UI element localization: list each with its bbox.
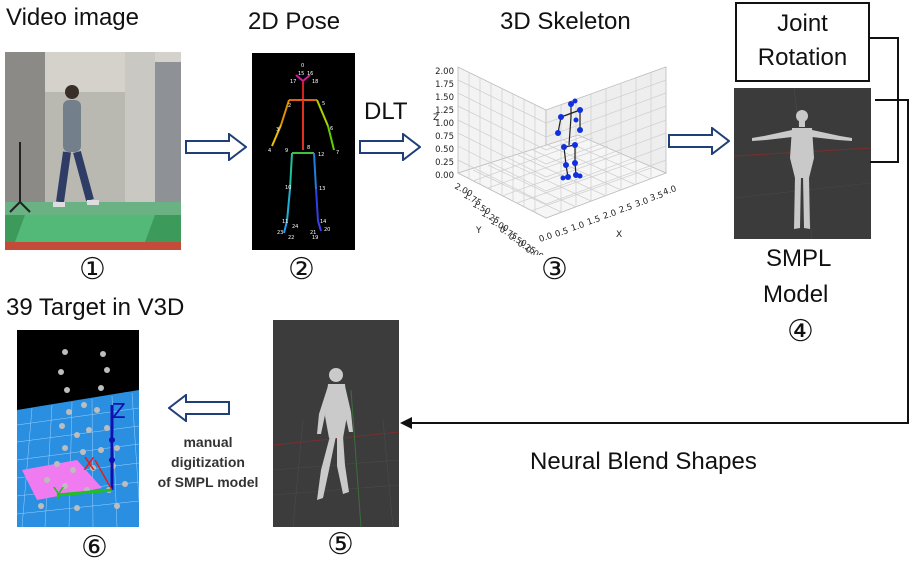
label-neural-blend-shapes: Neural Blend Shapes (530, 448, 757, 475)
z-tick-3: 1.25 (435, 106, 454, 116)
x-tick-6: 3.0 (634, 196, 650, 210)
joint-rotation-line2: Rotation (757, 44, 848, 71)
walking-model-illustration (273, 368, 399, 527)
step-marker-5: ⑤ (327, 527, 354, 562)
smpl-label-line2: Model (763, 281, 829, 308)
x-tick-2: 1.0 (570, 220, 586, 234)
v3d-axis-y: Y (52, 484, 65, 505)
step-marker-2: ② (288, 252, 315, 287)
x-tick-7: 3.5 (649, 190, 665, 204)
pose-kp-16: 16 (307, 71, 313, 77)
z-tick-7: 0.25 (435, 158, 454, 168)
manual-line2: digitization (171, 454, 245, 470)
z-tick-6: 0.50 (435, 145, 454, 155)
manual-digitization-note: manual digitization of SMPL model (148, 432, 268, 492)
pose-kp-21: 21 (310, 230, 316, 236)
smpl-label-line1: SMPL (766, 245, 832, 272)
arrow-video-to-pose (185, 133, 247, 161)
video-image-panel (5, 52, 181, 250)
x-tick-5: 2.5 (618, 202, 634, 216)
z-tick-4: 1.00 (435, 119, 454, 129)
pose-kp-24: 24 (292, 224, 298, 230)
x-tick-3: 1.5 (586, 214, 602, 228)
label-video-image: Video image (6, 4, 139, 31)
x-tick-4: 2.0 (602, 208, 618, 222)
v3d-scene-illustration: Z X Y (17, 349, 139, 527)
z-tick-0: 2.00 (435, 67, 454, 77)
pose-skeleton-illustration: 0 2 3 4 5 6 7 8 9 10 12 13 14 15 16 17 1… (268, 63, 339, 241)
v3d-axis-z: Z (112, 399, 126, 423)
pose-kp-9: 9 (285, 148, 288, 154)
z-tick-1: 1.75 (435, 80, 454, 90)
skeleton-3d-plot: 2.00 1.75 1.50 1.25 1.00 0.75 0.50 0.25 … (433, 66, 678, 255)
arrow-pose-to-skeleton (359, 133, 421, 161)
x-tick-8: 4.0 (662, 184, 678, 198)
z-tick-5: 0.75 (435, 132, 454, 142)
pose-kp-8: 8 (307, 145, 310, 151)
pose-kp-14: 14 (320, 219, 326, 225)
x-tick-0: 0.0 (538, 231, 554, 245)
pose-kp-10: 10 (285, 185, 291, 191)
y-axis-label: Y (475, 226, 482, 236)
z-axis-label: Z (433, 113, 439, 123)
arrow-blend-to-v3d (168, 394, 230, 422)
pose-kp-18: 18 (312, 79, 318, 85)
video-frame-illustration (5, 52, 181, 250)
step-marker-3: ③ (541, 252, 568, 287)
pose-kp-12: 12 (318, 152, 324, 158)
smpl-tpose-illustration (734, 88, 871, 239)
blend-shape-panel (273, 320, 399, 527)
x-axis-label: X (616, 230, 622, 240)
z-tick-2: 1.50 (435, 93, 454, 103)
smpl-model-panel (734, 88, 871, 239)
pose-kp-13: 13 (319, 186, 325, 192)
v3d-axis-x: X (83, 454, 95, 475)
arrow-skeleton-to-smpl (668, 127, 730, 155)
pose-kp-19: 19 (312, 235, 318, 241)
pose-kp-4: 4 (268, 148, 271, 154)
pose-kp-6: 6 (330, 126, 333, 132)
pose-kp-23: 23 (277, 230, 283, 236)
pose-2d-panel: 0 2 3 4 5 6 7 8 9 10 12 13 14 15 16 17 1… (252, 53, 355, 250)
x-tick-1: 0.5 (554, 226, 570, 240)
manual-line1: manual (183, 434, 233, 450)
pose-kp-0: 0 (301, 63, 304, 69)
pose-kp-20: 20 (324, 227, 330, 233)
step-marker-4: ④ (787, 314, 814, 349)
pose-kp-15: 15 (298, 71, 304, 77)
pose-kp-7: 7 (336, 150, 339, 156)
pose-kp-3: 3 (276, 127, 279, 133)
pose-kp-2: 2 (288, 103, 291, 109)
label-dlt: DLT (364, 98, 408, 125)
joint-rotation-line1: Joint (777, 10, 828, 37)
v3d-panel: Z X Y (17, 330, 139, 527)
pose-kp-17: 17 (290, 79, 296, 85)
pose-kp-5: 5 (322, 101, 325, 107)
joint-rotation-box: Joint Rotation (735, 2, 870, 82)
pose-kp-11: 11 (282, 219, 288, 225)
pose-kp-22: 22 (288, 235, 294, 241)
z-tick-8: 0.00 (435, 171, 454, 181)
label-3d-skeleton: 3D Skeleton (500, 8, 631, 35)
y-tick-8: 0.00 (524, 245, 545, 255)
neural-blend-connector (400, 99, 909, 429)
manual-line3: of SMPL model (157, 474, 259, 490)
label-2d-pose: 2D Pose (248, 8, 341, 35)
step-marker-1: ① (79, 252, 106, 287)
label-39-target-v3d: 39 Target in V3D (6, 294, 185, 321)
step-marker-6: ⑥ (81, 530, 108, 565)
